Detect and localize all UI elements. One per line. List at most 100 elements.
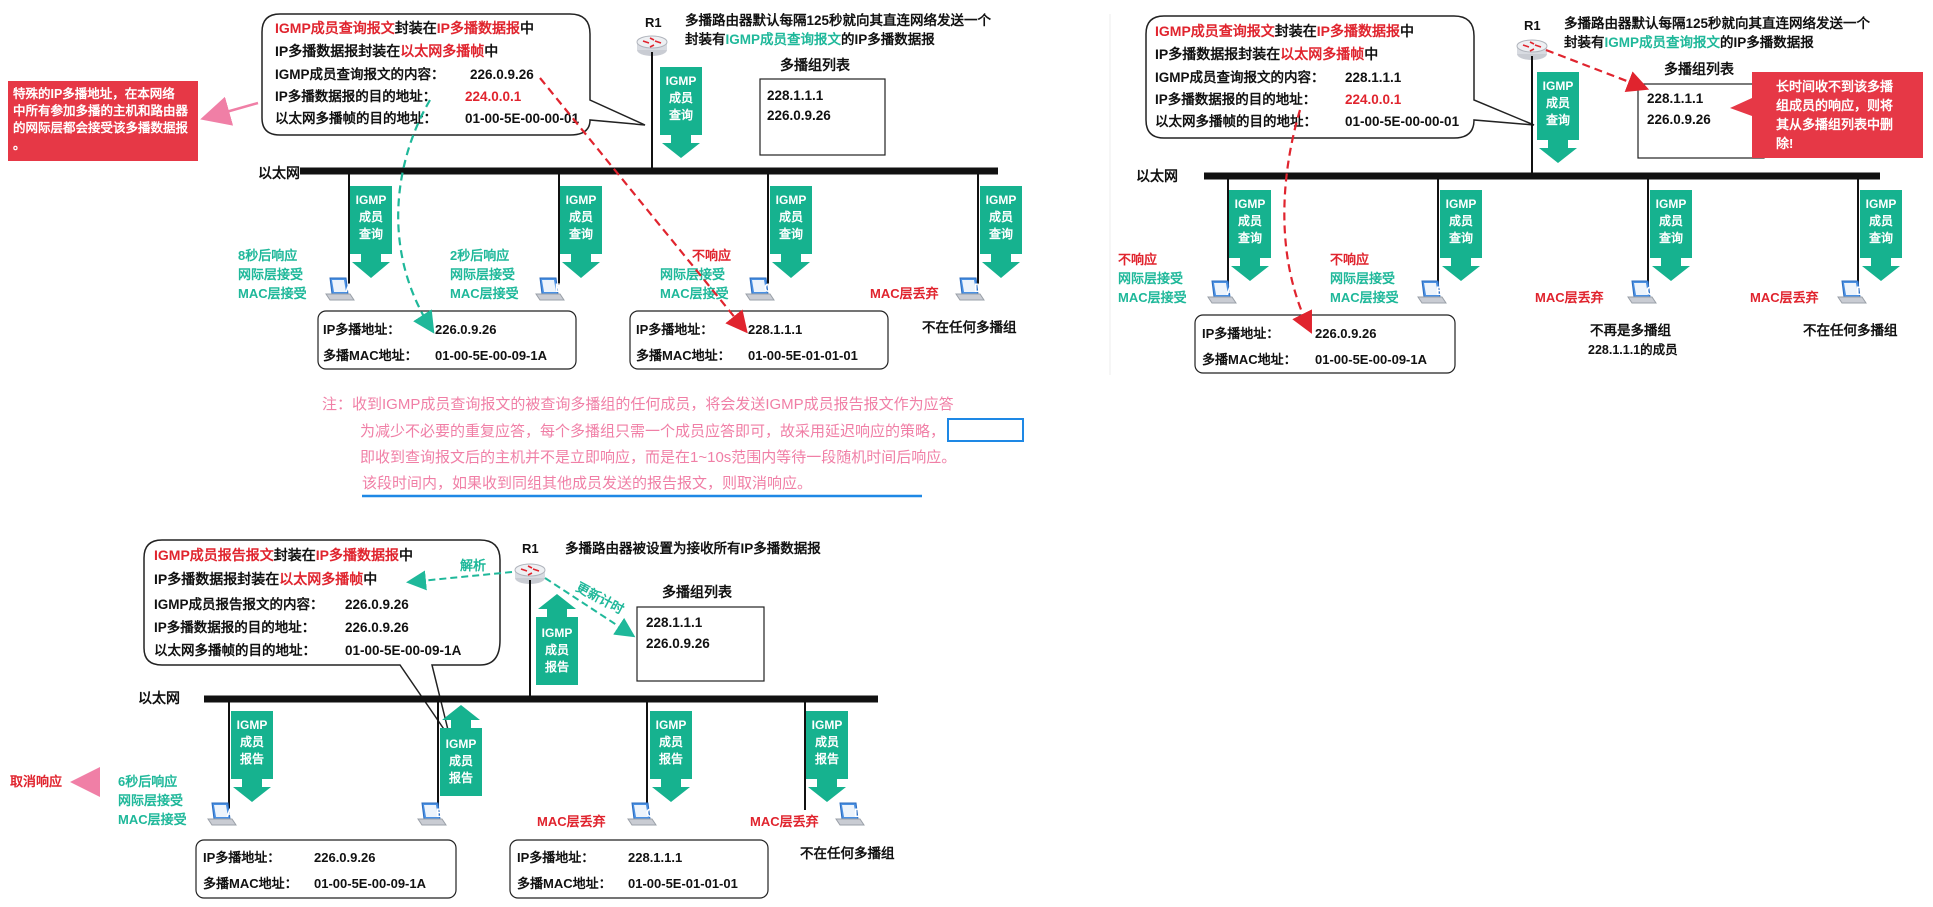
svg-text:成员: 成员 <box>359 209 383 224</box>
svg-text:226.0.9.26: 226.0.9.26 <box>345 597 409 612</box>
svg-text:IP多播地址：: IP多播地址： <box>203 850 280 865</box>
content-value: 226.0.9.26 <box>470 67 534 82</box>
svg-text:226.0.9.26: 226.0.9.26 <box>314 850 375 865</box>
svg-text:以太网多播帧的目的地址：: 以太网多播帧的目的地址： <box>1155 113 1317 129</box>
router-label: R1 <box>522 541 539 556</box>
callout-line-2: IP多播数据报封装在以太网多播帧中 <box>275 43 498 59</box>
svg-text:IGMP: IGMP <box>656 718 687 732</box>
svg-text:6秒后响应: 6秒后响应 <box>118 774 177 789</box>
svg-text:成员: 成员 <box>569 209 593 224</box>
host-ab-info-box <box>1194 314 1456 374</box>
host-b-packet-up: IGMP 成员 报告 <box>440 705 482 796</box>
svg-text:IGMP: IGMP <box>1446 197 1477 211</box>
svg-text:B: B <box>555 281 564 295</box>
callout-box <box>261 13 646 136</box>
svg-text:成员: 成员 <box>779 209 803 224</box>
group-list-title: 多播组列表 <box>1664 61 1735 77</box>
svg-text:成员: 成员 <box>1449 213 1473 228</box>
host-ab-info-box <box>195 839 457 899</box>
update-timer-arrow <box>544 577 636 638</box>
svg-text:成员: 成员 <box>240 734 264 749</box>
host-d-note: 不在任何多播组 <box>1803 322 1898 338</box>
host-c-packet: IGMP 成员 查询 <box>770 186 812 278</box>
group-item-1: 228.1.1.1 <box>767 88 824 103</box>
svg-text:IGMP: IGMP <box>446 737 477 751</box>
svg-text:MAC层丢弃: MAC层丢弃 <box>1535 290 1604 305</box>
dest-ip-label: IP多播数据报的目的地址： <box>275 88 436 104</box>
red-dashed-arrow <box>539 77 748 334</box>
svg-text:查询: 查询 <box>668 107 693 122</box>
svg-text:MAC层丢弃: MAC层丢弃 <box>750 814 819 829</box>
svg-text:不响应: 不响应 <box>1330 252 1369 267</box>
svg-text:01-00-5E-01-01-01: 01-00-5E-01-01-01 <box>748 348 858 363</box>
svg-text:IGMP: IGMP <box>566 193 597 207</box>
svg-text:D: D <box>974 281 983 295</box>
svg-text:成员: 成员 <box>669 90 693 105</box>
svg-text:IP多播数据报的目的地址：: IP多播数据报的目的地址： <box>1155 91 1316 107</box>
dest-mac-value: 01-00-5E-00-00-01 <box>465 111 580 126</box>
svg-text:IGMP: IGMP <box>542 626 573 640</box>
host-a-packet: IGMP 成员 查询 <box>350 186 392 278</box>
svg-text:D: D <box>1856 284 1865 298</box>
svg-text:IGMP: IGMP <box>1656 197 1687 211</box>
svg-text:查询: 查询 <box>1448 230 1473 245</box>
svg-text:封装有IGMP成员查询报文的IP多播数据报: 封装有IGMP成员查询报文的IP多播数据报 <box>1564 34 1814 50</box>
router-label: R1 <box>1524 18 1541 33</box>
svg-text:IP多播地址：: IP多播地址： <box>1202 326 1279 341</box>
host-b-packet: IGMP 成员 查询 <box>1440 190 1482 281</box>
svg-text:IGMP: IGMP <box>986 193 1017 207</box>
host-b-time: 2秒后响应 <box>450 248 509 263</box>
red-dashed-arrow-list <box>1545 48 1650 92</box>
parse-arrow <box>406 570 513 591</box>
host-ab-info-box <box>317 310 577 370</box>
svg-text:IP多播数据报的目的地址：: IP多播数据报的目的地址： <box>154 619 315 635</box>
svg-text:成员: 成员 <box>545 642 569 657</box>
svg-text:MAC层接受: MAC层接受 <box>450 286 519 301</box>
svg-text:报告: 报告 <box>240 751 264 766</box>
svg-text:多播MAC地址：: 多播MAC地址： <box>323 348 418 363</box>
svg-text:IGMP: IGMP <box>812 718 843 732</box>
svg-text:IGMP: IGMP <box>1543 79 1574 93</box>
svg-text:228.1.1.1的成员: 228.1.1.1的成员 <box>1588 342 1678 357</box>
svg-text:228.1.1.1: 228.1.1.1 <box>646 615 703 630</box>
side-note-arrow <box>200 96 259 126</box>
host-c-packet: IGMP 成员 查询 <box>1650 190 1692 281</box>
teal-dashed-arrow <box>397 99 435 334</box>
callout-box <box>143 539 501 739</box>
host-d-mac-drop: MAC层丢弃 <box>870 286 939 301</box>
svg-text:网际层接受: 网际层接受 <box>238 267 303 282</box>
svg-text:成员: 成员 <box>815 734 839 749</box>
group-list-box <box>636 606 765 682</box>
svg-text:成员: 成员 <box>1546 95 1570 110</box>
content-value: 228.1.1.1 <box>1345 70 1402 85</box>
svg-text:IP多播地址：: IP多播地址： <box>636 322 713 337</box>
host-d-note: 不在任何多播组 <box>922 319 1017 335</box>
svg-text:成员: 成员 <box>1238 213 1262 228</box>
svg-text:226.0.9.26: 226.0.9.26 <box>1315 326 1376 341</box>
svg-text:B: B <box>436 806 445 820</box>
note-line-2: 为减少不必要的重复应答，每个多播组只需一个成员应答即可，故采用延迟响应的策略， <box>360 422 945 440</box>
svg-text:IP多播地址：: IP多播地址： <box>517 850 594 865</box>
svg-text:C: C <box>646 806 655 820</box>
svg-text:MAC层接受: MAC层接受 <box>238 286 307 301</box>
svg-text:D: D <box>854 806 863 820</box>
svg-text:报告: 报告 <box>659 751 683 766</box>
svg-text:多播MAC地址：: 多播MAC地址： <box>636 348 731 363</box>
svg-text:MAC层接受: MAC层接受 <box>1118 290 1187 305</box>
svg-text:IGMP: IGMP <box>776 193 807 207</box>
svg-text:多播路由器默认每隔125秒就向其直连网络发送一个: 多播路由器默认每隔125秒就向其直连网络发送一个 <box>1564 15 1871 31</box>
host-d-note: 不在任何多播组 <box>800 845 895 861</box>
svg-text:01-00-5E-00-09-1A: 01-00-5E-00-09-1A <box>1315 352 1428 367</box>
note-line-4: 该段时间内，如果收到同组其他成员发送的报告报文，则取消响应。 <box>362 474 812 492</box>
svg-text:多播MAC地址：: 多播MAC地址： <box>517 876 612 891</box>
svg-text:查询: 查询 <box>1868 230 1893 245</box>
svg-text:网际层接受: 网际层接受 <box>450 267 515 282</box>
parse-label: 解析 <box>459 558 486 573</box>
side-note: 特殊的IP多播地址，在本网络中所有参加多播的主机和路由器的网际层都会接受该多播数… <box>13 86 189 152</box>
callout-line-1: IGMP成员查询报文封装在IP多播数据报中 <box>275 20 534 36</box>
svg-text:以太网多播帧的目的地址：: 以太网多播帧的目的地址： <box>154 642 316 658</box>
dest-ip-value: 224.0.0.1 <box>465 89 522 104</box>
svg-text:B: B <box>1436 284 1445 298</box>
svg-text:报告: 报告 <box>449 770 473 785</box>
svg-text:网际层接受: 网际层接受 <box>1330 271 1395 286</box>
